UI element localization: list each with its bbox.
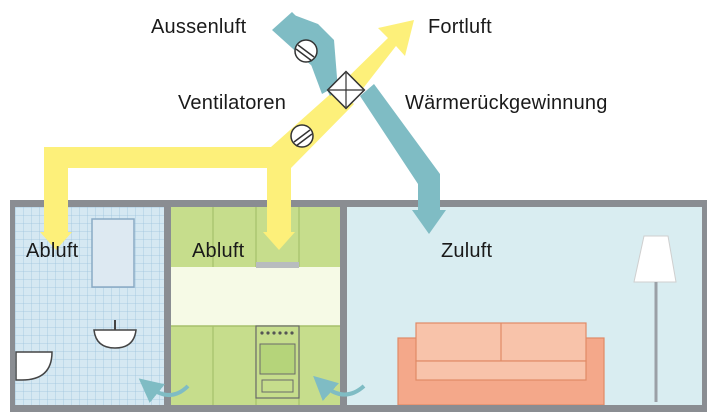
bathroom: [14, 207, 166, 405]
label-extract-bathroom: Abluft: [26, 240, 79, 262]
airflow-arrow-kitchen: [313, 375, 366, 401]
fan-extract-air-icon: [290, 124, 314, 148]
label-outside-air: Aussenluft: [151, 16, 247, 38]
heat-exchanger-icon: [326, 70, 366, 110]
exhaust-duct: [40, 20, 414, 250]
toilet: [15, 351, 53, 381]
stove: [255, 325, 300, 399]
label-extract-kitchen: Abluft: [192, 240, 245, 262]
label-heat-recovery: Wärmerückgewinnung: [405, 92, 608, 114]
range-hood: [256, 262, 299, 268]
label-supply: Zuluft: [441, 240, 493, 262]
fan-outside-air-icon: [294, 39, 318, 63]
walls: [10, 200, 707, 412]
sofa: [397, 322, 605, 406]
kitchen: [170, 207, 342, 405]
sink: [93, 329, 137, 349]
living-room: [346, 207, 703, 406]
label-exhaust-out: Fortluft: [428, 16, 492, 38]
bathroom-mirror: [91, 218, 135, 288]
label-fans: Ventilatoren: [178, 92, 287, 114]
floor-lamp: [633, 235, 677, 402]
airflow-arrow-bathroom: [138, 378, 190, 403]
